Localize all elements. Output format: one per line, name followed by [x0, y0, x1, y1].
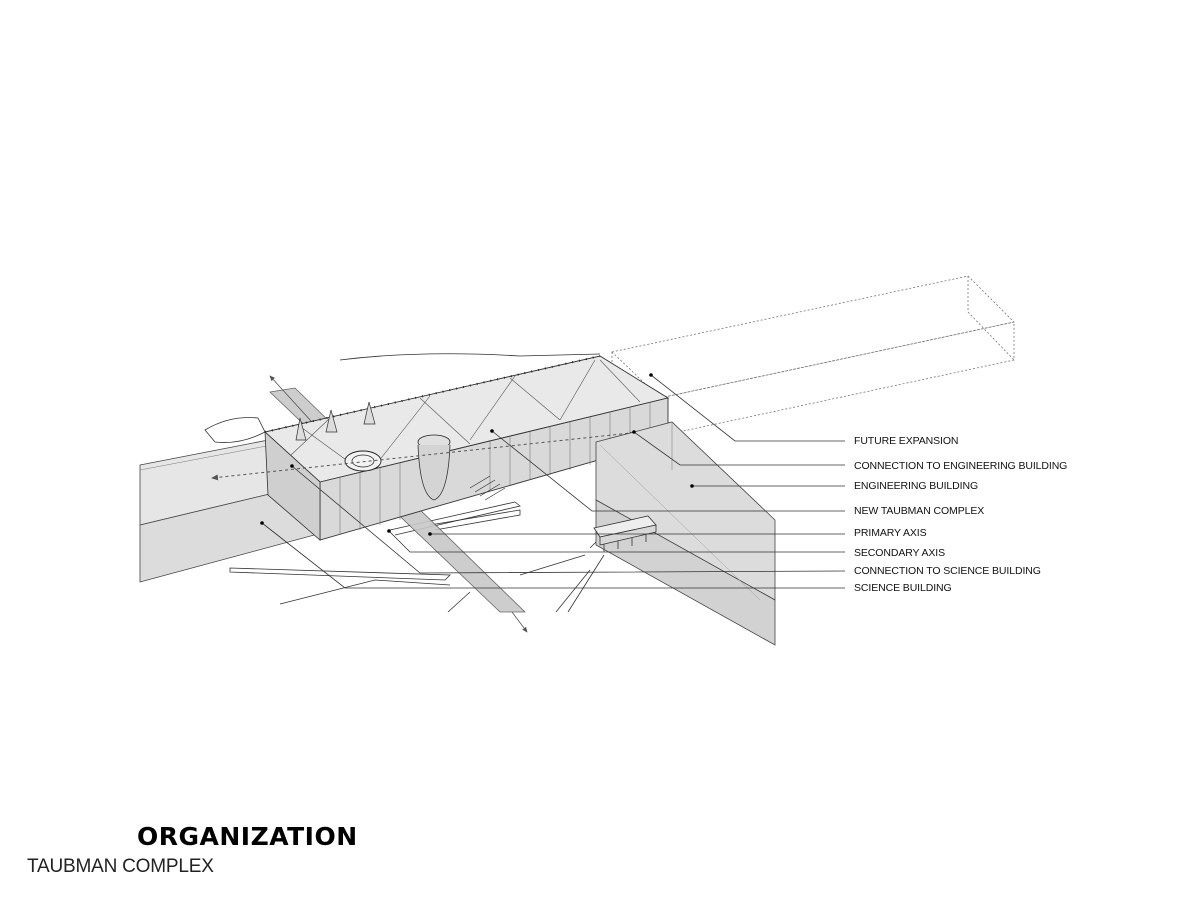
taubman-complex-volume — [264, 355, 670, 541]
site-outlines — [204, 353, 605, 613]
label-science-building: SCIENCE BUILDING — [854, 582, 952, 594]
label-engineering-building: ENGINEERING BUILDING — [854, 480, 978, 492]
label-new-taubman-complex: NEW TAUBMAN COMPLEX — [854, 505, 984, 517]
label-connection-science: CONNECTION TO SCIENCE BUILDING — [854, 565, 1041, 577]
label-primary-axis: PRIMARY AXIS — [854, 527, 927, 539]
leader-lines — [261, 374, 846, 589]
page-title: ORGANIZATION — [137, 822, 358, 851]
label-connection-engineering: CONNECTION TO ENGINEERING BUILDING — [854, 460, 1067, 472]
page-subtitle: TAUBMAN COMPLEX — [27, 856, 214, 877]
label-future-expansion: FUTURE EXPANSION — [854, 435, 958, 447]
label-secondary-axis: SECONDARY AXIS — [854, 547, 945, 559]
leader-dots — [260, 373, 694, 536]
future-expansion-volume — [611, 275, 1015, 437]
